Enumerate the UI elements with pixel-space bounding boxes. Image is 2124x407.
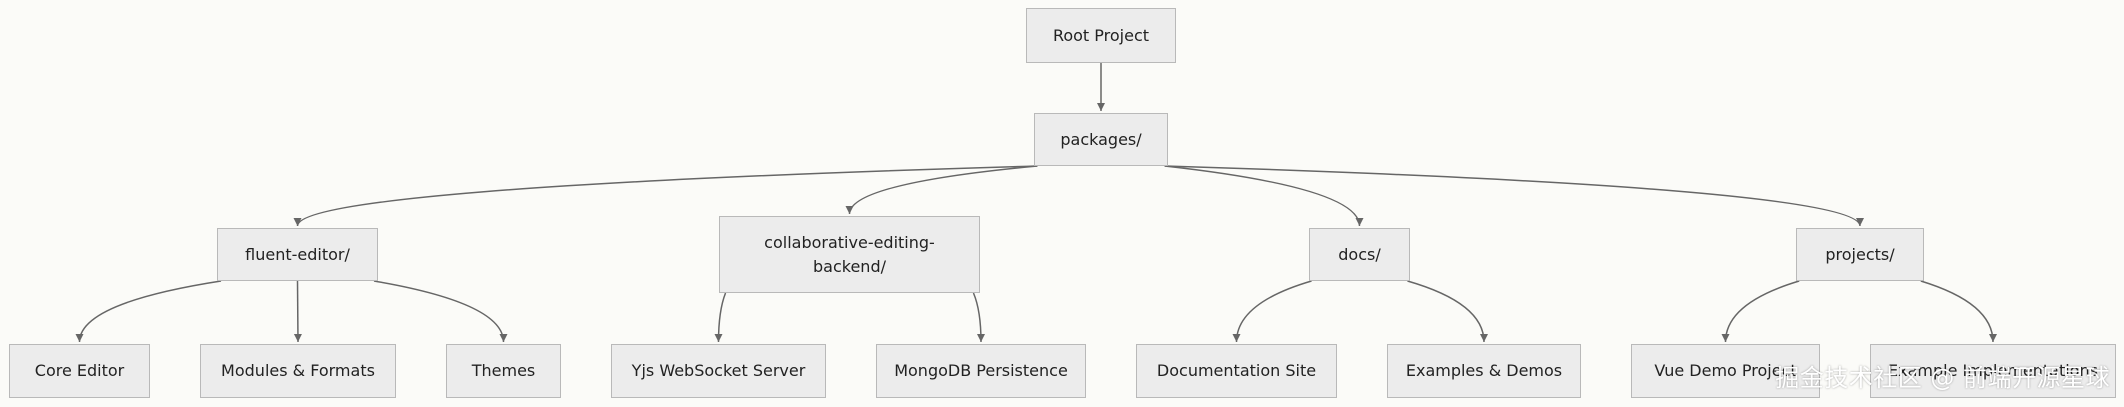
node-root-project: Root Project xyxy=(1026,8,1176,63)
node-core-editor: Core Editor xyxy=(9,344,150,398)
node-label: Vue Demo Project xyxy=(1654,361,1797,380)
node-examples-demos: Examples & Demos xyxy=(1387,344,1581,398)
node-packages: packages/ xyxy=(1034,113,1168,166)
edge-collab_backend-to-yjs_ws xyxy=(714,292,727,343)
node-label: projects/ xyxy=(1825,244,1895,264)
node-label: collaborative-editing-backend/ xyxy=(764,232,935,276)
edge-projects-to-example_impl xyxy=(1920,280,1997,343)
edge-packages-to-docs xyxy=(1164,165,1364,227)
node-label: packages/ xyxy=(1060,129,1142,149)
node-mongodb-persistence: MongoDB Persistence xyxy=(876,344,1086,398)
node-docs: docs/ xyxy=(1309,228,1410,281)
node-yjs-websocket-server: Yjs WebSocket Server xyxy=(611,344,826,398)
node-vue-demo-project: Vue Demo Project xyxy=(1631,344,1820,398)
node-label: Core Editor xyxy=(34,361,125,380)
edge-fluent_editor-to-core_editor xyxy=(75,280,222,343)
node-themes: Themes xyxy=(446,344,561,398)
node-label: MongoDB Persistence xyxy=(894,361,1068,380)
node-label: Example Implementations xyxy=(1888,361,2098,380)
node-label: Yjs WebSocket Server xyxy=(631,361,806,380)
node-label: Root Project xyxy=(1052,25,1150,45)
node-collaborative-editing-backend: collaborative-editing-backend/ xyxy=(719,216,980,293)
node-modules-formats: Modules & Formats xyxy=(200,344,396,398)
node-projects: projects/ xyxy=(1796,228,1924,281)
edge-packages-to-projects xyxy=(1164,165,1864,227)
node-label: fluent-editor/ xyxy=(245,244,350,264)
edge-docs-to-examples_demos xyxy=(1407,280,1488,343)
node-example-implementations: Example Implementations xyxy=(1870,344,2116,398)
node-documentation-site: Documentation Site xyxy=(1136,344,1337,398)
edge-projects-to-vue_demo xyxy=(1721,280,1800,343)
watermark: 掘金技术社区 @ 前端开源星球 xyxy=(1775,364,2110,392)
node-label: docs/ xyxy=(1338,244,1381,264)
edge-fluent_editor-to-themes xyxy=(373,280,508,343)
node-label: Themes xyxy=(471,361,536,380)
edge-packages-to-collab_backend xyxy=(845,165,1038,215)
node-label: Examples & Demos xyxy=(1405,361,1563,380)
node-label: Modules & Formats xyxy=(221,361,375,380)
node-fluent-editor: fluent-editor/ xyxy=(217,228,378,281)
edge-collab_backend-to-mongodb xyxy=(972,292,985,343)
node-label: Documentation Site xyxy=(1156,361,1317,380)
edge-docs-to-doc_site xyxy=(1232,280,1312,343)
edge-fluent_editor-to-modules_formats xyxy=(293,280,302,343)
edge-packages-to-fluent_editor xyxy=(293,165,1038,227)
